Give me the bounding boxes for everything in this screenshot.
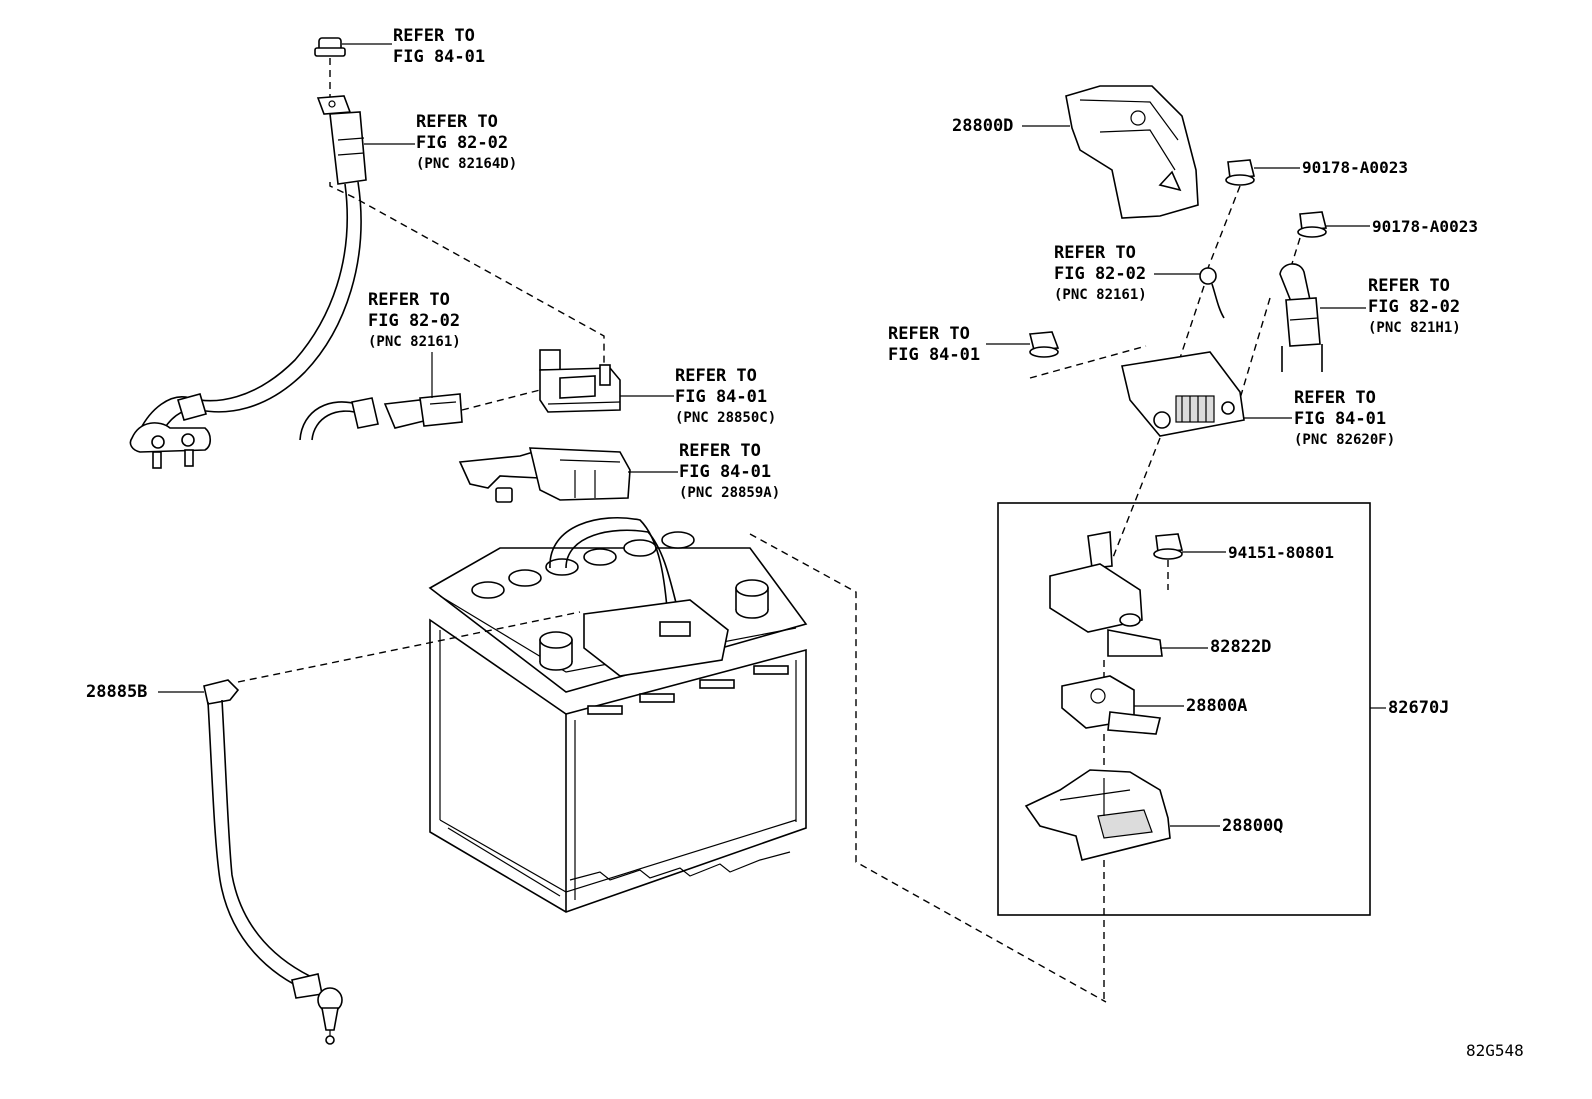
callout-ref-nut-right[interactable]: REFER TO FIG 84-01 (888, 324, 980, 366)
nut-90178-a (1207, 159, 1256, 269)
callout-line: FIG 84-01 (393, 47, 486, 67)
part-28800a[interactable]: 28800A (1186, 696, 1248, 716)
callout-ref-fuse-block[interactable]: REFER TO FIG 84-01 (PNC 82620F) (1294, 388, 1395, 451)
callout-pnc: (PNC 821H1) (1368, 320, 1461, 336)
callout-ref-neg-cable[interactable]: REFER TO FIG 82-02 (PNC 82164D) (416, 112, 517, 175)
callout-pnc: (PNC 28859A) (679, 485, 781, 501)
bracket-28859a (458, 447, 631, 503)
callout-ref-bracket-28859a[interactable]: REFER TO FIG 84-01 (PNC 28859A) (679, 441, 780, 504)
callout-line: FIG 84-01 (675, 387, 768, 407)
fuse-28850c (539, 349, 621, 413)
callout-line: REFER TO (1294, 388, 1376, 408)
callout-pnc: (PNC 82620F) (1294, 432, 1396, 448)
nut-90178-b (1289, 211, 1328, 271)
callout-line: REFER TO (1054, 243, 1136, 263)
callout-line: FIG 82-02 (1054, 264, 1147, 284)
part-28885b[interactable]: 28885B (86, 682, 148, 702)
callout-line: FIG 84-01 (888, 345, 981, 365)
part-82670j[interactable]: 82670J (1388, 698, 1450, 718)
callout-line: REFER TO (416, 112, 498, 132)
callout-line: FIG 82-02 (416, 133, 509, 153)
callout-ref-harness-right[interactable]: REFER TO FIG 82-02 (PNC 82161) (1054, 243, 1147, 306)
callout-ref-top-left[interactable]: REFER TO FIG 84-01 (393, 26, 485, 68)
bolt-94151 (1153, 533, 1184, 590)
part-28800q[interactable]: 28800Q (1222, 816, 1284, 836)
callout-line: REFER TO (368, 290, 450, 310)
callout-pnc: (PNC 82161) (368, 334, 461, 350)
diagram-code: 82G548 (1466, 1041, 1524, 1060)
callout-line: REFER TO (1368, 276, 1450, 296)
callout-pnc: (PNC 28850C) (675, 410, 777, 426)
harness-left (299, 389, 541, 441)
callout-pnc: (PNC 82161) (1054, 287, 1147, 303)
callout-ref-harness-left[interactable]: REFER TO FIG 82-02 (PNC 82161) (368, 290, 461, 353)
fuse-block-82620f (1111, 351, 1245, 561)
positive-cable-right (1235, 263, 1323, 413)
cover-28800d (1065, 85, 1199, 219)
part-94151-80801[interactable]: 94151-80801 (1228, 543, 1334, 562)
callout-line: REFER TO (679, 441, 761, 461)
battery (428, 516, 808, 913)
callout-line: REFER TO (393, 26, 475, 46)
callout-line: FIG 82-02 (1368, 297, 1461, 317)
terminal-82822d (1049, 531, 1163, 684)
kit-82670j-box (997, 502, 1371, 916)
negative-cable-assembly (129, 37, 605, 469)
base-28800q (1024, 769, 1171, 1000)
callout-line: FIG 82-02 (368, 311, 461, 331)
part-90178-a0023-second[interactable]: 90178-A0023 (1372, 217, 1478, 236)
callout-pnc: (PNC 82164D) (416, 156, 518, 172)
callout-line: REFER TO (675, 366, 757, 386)
callout-ref-fuse-28850c[interactable]: REFER TO FIG 84-01 (PNC 28850C) (675, 366, 776, 429)
callout-line: FIG 84-01 (679, 462, 772, 482)
part-90178-a0023-top[interactable]: 90178-A0023 (1302, 158, 1408, 177)
callout-line: REFER TO (888, 324, 970, 344)
cable-28885b (203, 679, 343, 1045)
part-28800d[interactable]: 28800D (952, 116, 1014, 136)
part-82822d[interactable]: 82822D (1210, 637, 1272, 657)
clamp-28800a (1061, 675, 1161, 770)
callout-ref-pos-cable[interactable]: REFER TO FIG 82-02 (PNC 821H1) (1368, 276, 1461, 339)
nut-right (1028, 331, 1147, 379)
callout-line: FIG 84-01 (1294, 409, 1387, 429)
